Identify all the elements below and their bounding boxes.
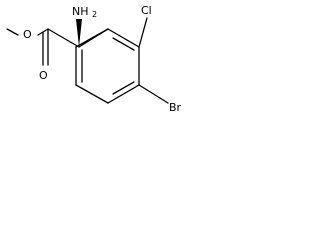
amine-label: NH [72,5,89,18]
ester-oxygen-label: O [23,28,32,41]
ring-bond-1 [107,28,140,48]
bond-methyl-oxygen [6,28,19,36]
ring-double-2 [112,81,135,95]
molecule-structure-diagram: NH 2 O O Cl Br [6,4,182,114]
bond-ring-chlorine [138,17,148,48]
chlorine-label: Cl [141,4,152,17]
carbonyl-oxygen-label: O [39,69,48,82]
ring-bond-6 [75,28,109,48]
ring-double-1 [112,37,135,51]
amine-subscript: 2 [92,10,97,19]
bond-carbonyl-alpha [47,28,80,48]
ring-bond-3 [107,84,140,104]
bond-ring-bromine [138,84,169,104]
stereo-wedge-amine [76,19,82,47]
ring-bond-4 [75,84,109,104]
bromine-label: Br [169,101,182,114]
